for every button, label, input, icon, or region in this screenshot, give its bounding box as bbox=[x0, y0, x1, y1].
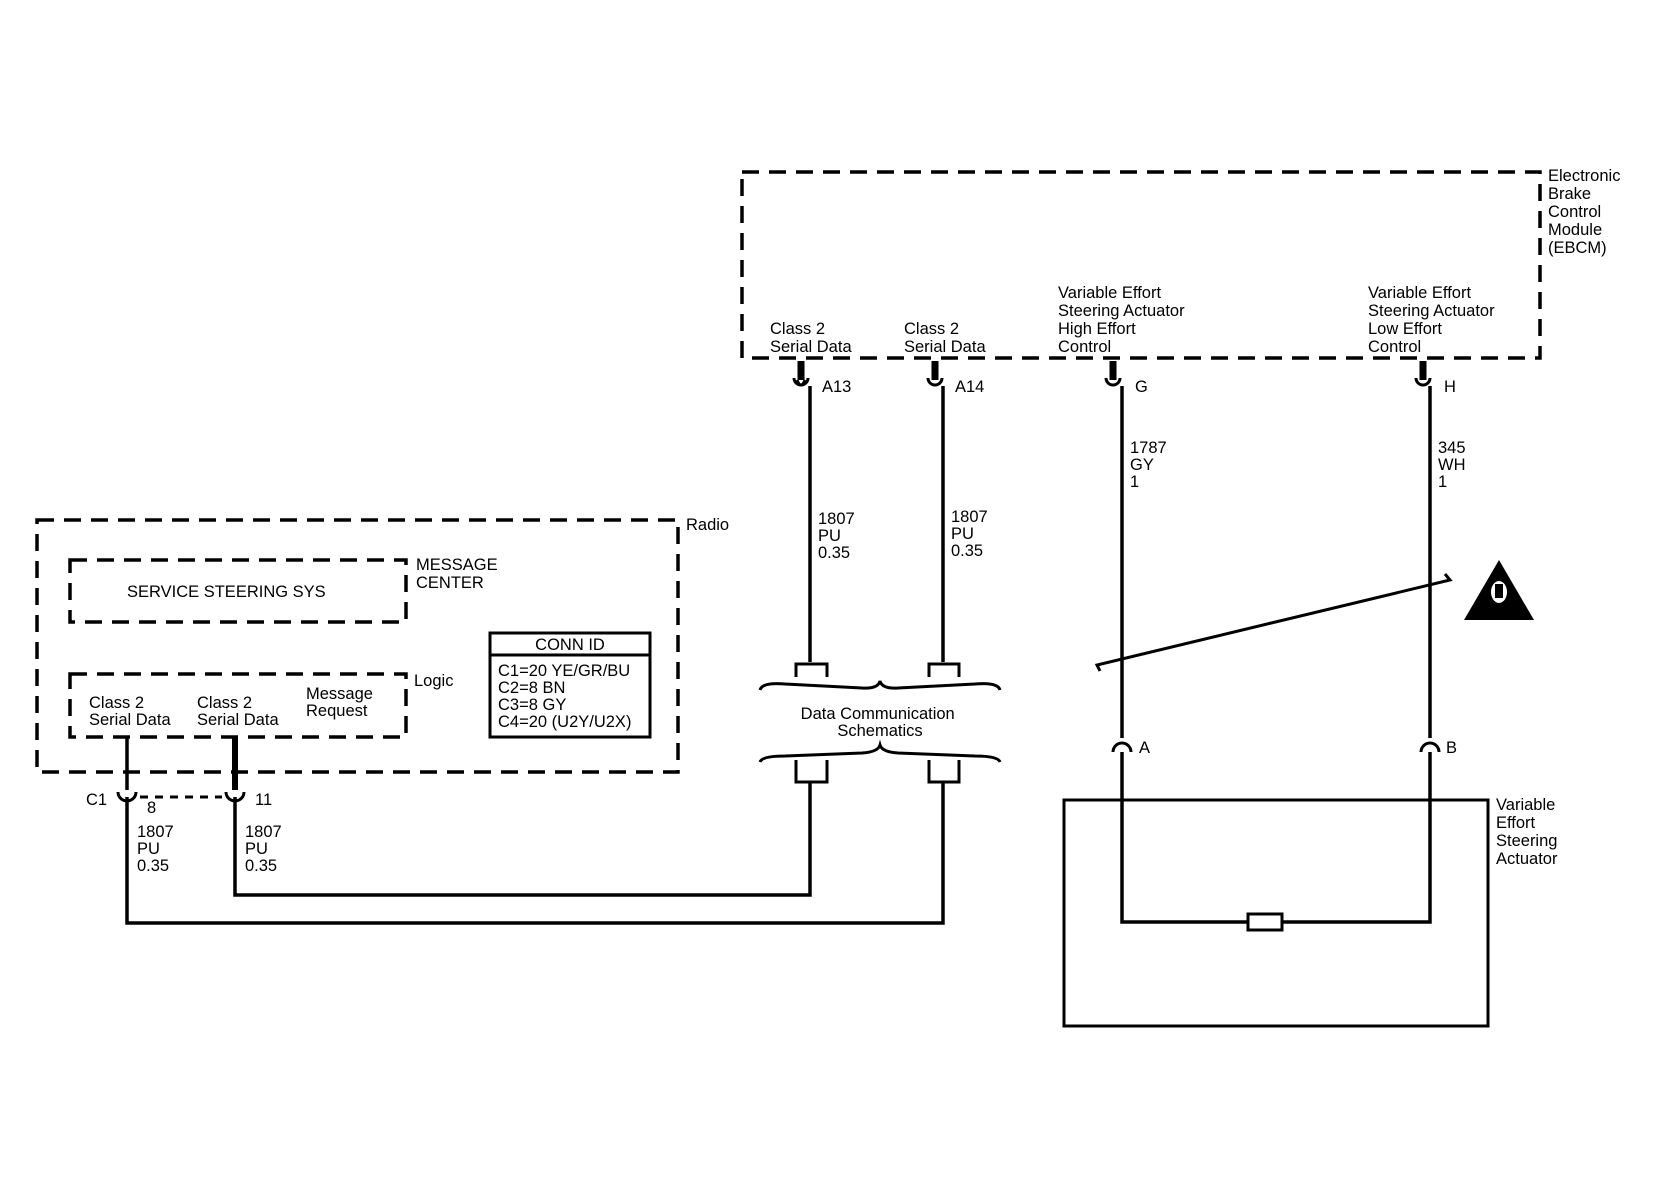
ebcm-a13-function-label: Class 2 Serial Data bbox=[770, 320, 852, 356]
actuator-pin-a-id: A bbox=[1139, 739, 1150, 757]
wire-a13-label: 1807 PU 0.35 bbox=[818, 510, 859, 562]
wire-radio-pin8-label: 1807 PU 0.35 bbox=[137, 823, 178, 875]
actuator-module: Variable Effort Steering Actuator bbox=[1062, 752, 1562, 1028]
radio-pin-11-id: 11 bbox=[255, 791, 272, 809]
radio-pin-11: 11 bbox=[224, 791, 272, 809]
message-center-title: MESSAGE CENTER bbox=[416, 556, 502, 592]
logic-label-class2-b: Class 2 Serial Data bbox=[197, 694, 279, 729]
logic-label-class2-a: Class 2 Serial Data bbox=[89, 694, 171, 729]
ebcm-pin-g: G bbox=[1104, 361, 1148, 396]
data-comm-label: Data Communication Schematics bbox=[801, 705, 960, 740]
ebcm-a14-function-label: Class 2 Serial Data bbox=[904, 320, 986, 356]
wire-splice-a13-to-radio-11 bbox=[233, 782, 812, 897]
ebcm-pin-a13: A13 bbox=[792, 361, 851, 396]
ebcm-pin-h: H bbox=[1414, 361, 1456, 396]
ebcm-pin-a14-id: A14 bbox=[955, 378, 984, 396]
warning-triangle-icon bbox=[1464, 560, 1534, 620]
conn-id-table: CONN ID C1=20 YE/GR/BU C2=8 BN C3=8 GY C… bbox=[488, 631, 652, 739]
conn-id-title: CONN ID bbox=[535, 636, 605, 654]
ebcm-module: Electronic Brake Control Module (EBCM) C… bbox=[740, 167, 1625, 360]
ebcm-h-function-label: Variable Effort Steering Actuator Low Ef… bbox=[1368, 284, 1499, 356]
twisted-pair-indicator bbox=[1094, 573, 1453, 672]
data-comm-splice: Data Communication Schematics bbox=[758, 662, 1002, 784]
wire-radio-pin11-label: 1807 PU 0.35 bbox=[245, 823, 286, 875]
ebcm-pin-h-id: H bbox=[1444, 378, 1456, 396]
wire-a14-label: 1807 PU 0.35 bbox=[951, 508, 992, 560]
ebcm-pin-a13-id: A13 bbox=[822, 378, 851, 396]
conn-id-row: C2=8 BN bbox=[498, 679, 565, 697]
radio-pin-8: C1 8 bbox=[86, 791, 156, 817]
actuator-name: Variable Effort Steering Actuator bbox=[1496, 796, 1562, 868]
ebcm-name: Electronic Brake Control Module (EBCM) bbox=[1548, 167, 1625, 257]
radio-pin-8-id: 8 bbox=[147, 799, 156, 817]
resistor-icon bbox=[1246, 912, 1284, 932]
actuator-pin-a: A bbox=[1111, 739, 1150, 757]
message-center-display: SERVICE STEERING SYS bbox=[127, 583, 326, 601]
wire-splice-a14-to-radio-8 bbox=[125, 782, 945, 925]
conn-id-row: C1=20 YE/GR/BU bbox=[498, 662, 630, 680]
conn-id-row: C3=8 GY bbox=[498, 696, 566, 714]
wire-h-label: 345 WH 1 bbox=[1438, 439, 1470, 491]
ebcm-pin-a14: A14 bbox=[926, 361, 984, 396]
radio-module: Radio SERVICE STEERING SYS MESSAGE CENTE… bbox=[35, 516, 729, 774]
actuator-pin-b-id: B bbox=[1446, 739, 1457, 757]
ebcm-pin-g-id: G bbox=[1135, 378, 1148, 396]
radio-connector-name: C1 bbox=[86, 791, 107, 809]
actuator-pin-b: B bbox=[1419, 739, 1457, 757]
wire-g-label: 1787 GY 1 bbox=[1130, 439, 1171, 491]
logic-label-message-request: Message Request bbox=[306, 685, 378, 720]
radio-name: Radio bbox=[686, 516, 729, 534]
logic-title: Logic bbox=[414, 672, 453, 690]
conn-id-row: C4=20 (U2Y/U2X) bbox=[498, 713, 631, 731]
ebcm-g-function-label: Variable Effort Steering Actuator High E… bbox=[1058, 284, 1189, 356]
actuator-coil-circuit bbox=[1120, 752, 1432, 924]
